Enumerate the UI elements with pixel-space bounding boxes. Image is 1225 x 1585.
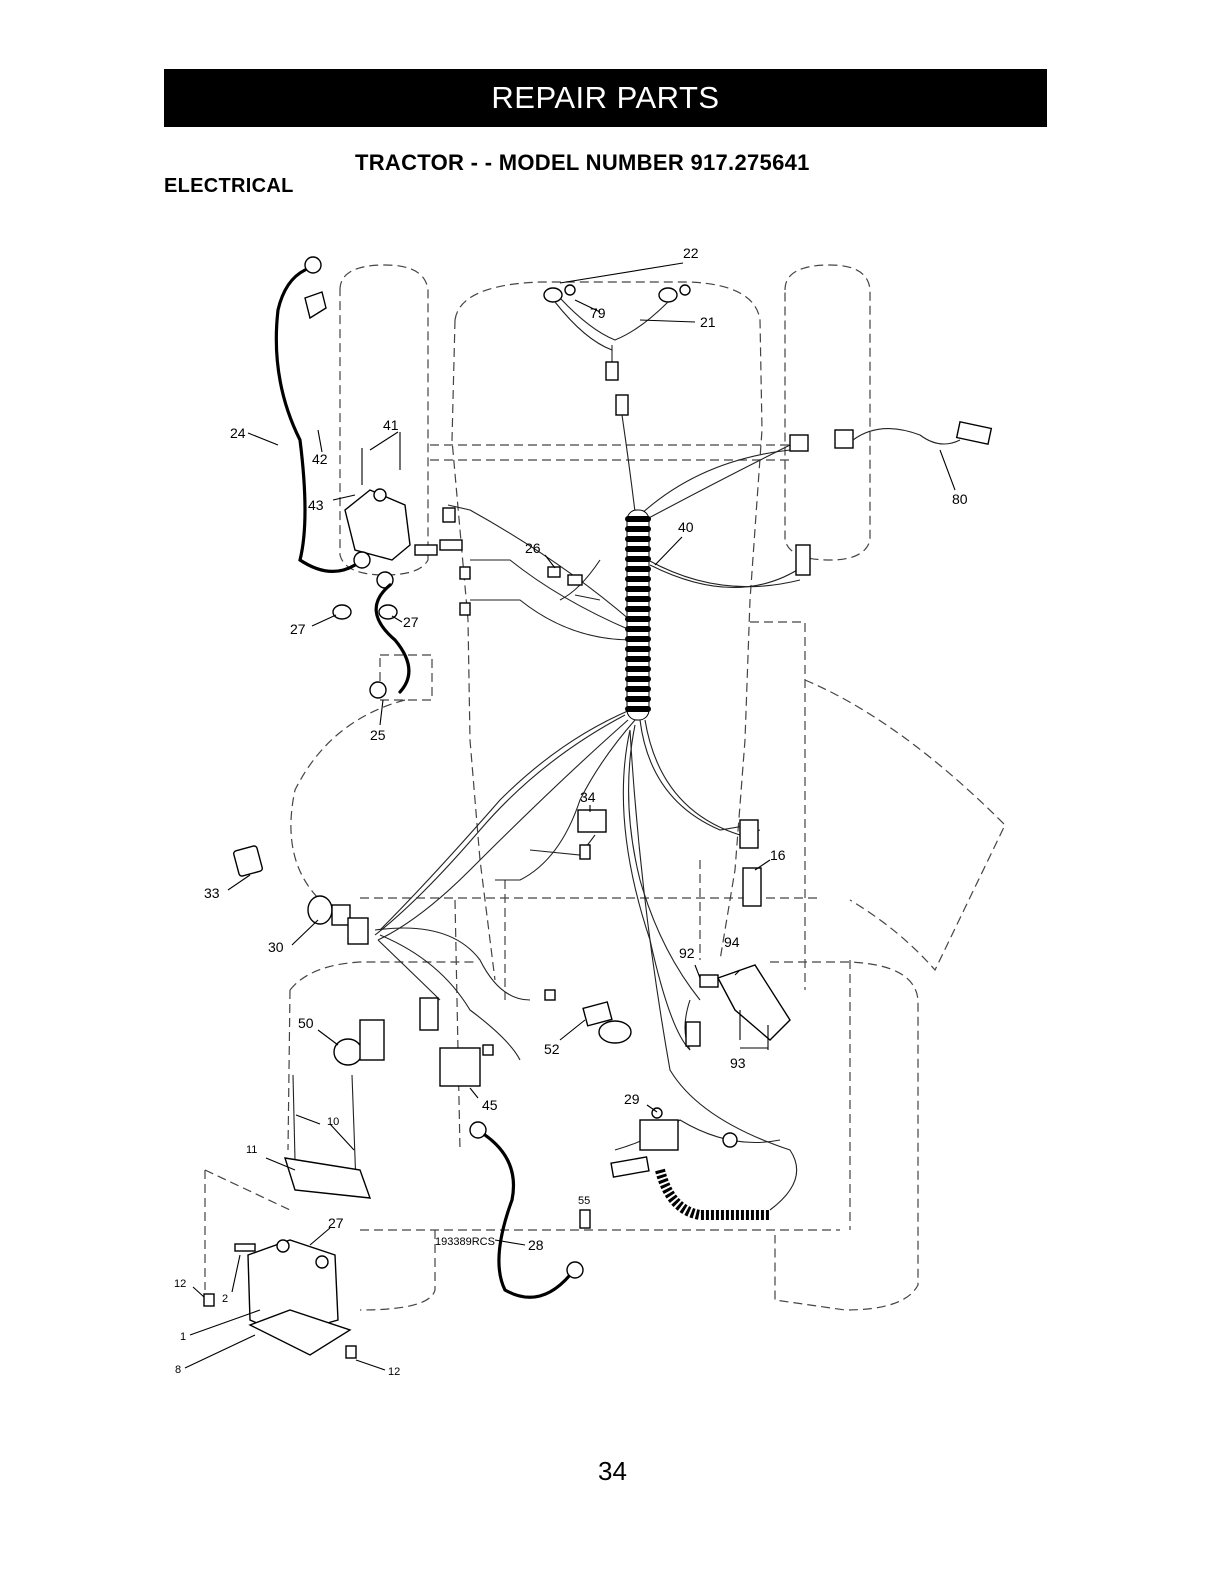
callout-21: 21 bbox=[700, 314, 716, 330]
callout-34: 34 bbox=[580, 789, 596, 805]
callout-42: 42 bbox=[312, 451, 328, 467]
drawing-id: 193389RCS bbox=[435, 1236, 495, 1248]
callout-93: 93 bbox=[730, 1055, 746, 1071]
callout-2: 2 bbox=[222, 1293, 228, 1305]
callout-40: 40 bbox=[678, 519, 694, 535]
callout-27-left: 27 bbox=[290, 621, 306, 637]
callout-11: 11 bbox=[246, 1144, 257, 1156]
callout-55: 55 bbox=[578, 1195, 590, 1207]
callout-16: 16 bbox=[770, 847, 786, 863]
callout-leaders bbox=[185, 263, 955, 1370]
callout-45: 45 bbox=[482, 1097, 498, 1113]
callout-12-right: 12 bbox=[388, 1366, 400, 1378]
callout-10: 10 bbox=[327, 1116, 339, 1128]
callout-28: 28 bbox=[528, 1237, 544, 1253]
rear-coil bbox=[660, 1170, 770, 1215]
callout-79: 79 bbox=[590, 305, 606, 321]
callout-80: 80 bbox=[952, 491, 968, 507]
coil-harness bbox=[625, 510, 651, 720]
callout-92: 92 bbox=[679, 945, 695, 961]
connectors bbox=[233, 292, 991, 1228]
callout-50: 50 bbox=[298, 1015, 314, 1031]
callout-labels: 22 79 21 24 42 41 43 80 40 26 27 27 25 3… bbox=[174, 245, 968, 1378]
callout-8: 8 bbox=[175, 1364, 181, 1376]
callout-24: 24 bbox=[230, 425, 246, 441]
callout-33: 33 bbox=[204, 885, 220, 901]
callout-52: 52 bbox=[544, 1041, 560, 1057]
callout-12-left: 12 bbox=[174, 1278, 186, 1290]
callout-1: 1 bbox=[180, 1331, 186, 1343]
callout-43: 43 bbox=[308, 497, 324, 513]
battery-assembly bbox=[204, 1075, 370, 1358]
callout-94: 94 bbox=[724, 934, 740, 950]
callout-25: 25 bbox=[370, 727, 386, 743]
callout-27-battery: 27 bbox=[328, 1215, 344, 1231]
page-number: 34 bbox=[0, 1456, 1225, 1487]
callout-29: 29 bbox=[624, 1091, 640, 1107]
callout-27-right: 27 bbox=[403, 614, 419, 630]
callout-26: 26 bbox=[525, 540, 541, 556]
headlight-harness bbox=[544, 285, 690, 415]
callout-30: 30 bbox=[268, 939, 284, 955]
callout-41: 41 bbox=[383, 417, 399, 433]
callout-22: 22 bbox=[683, 245, 699, 261]
